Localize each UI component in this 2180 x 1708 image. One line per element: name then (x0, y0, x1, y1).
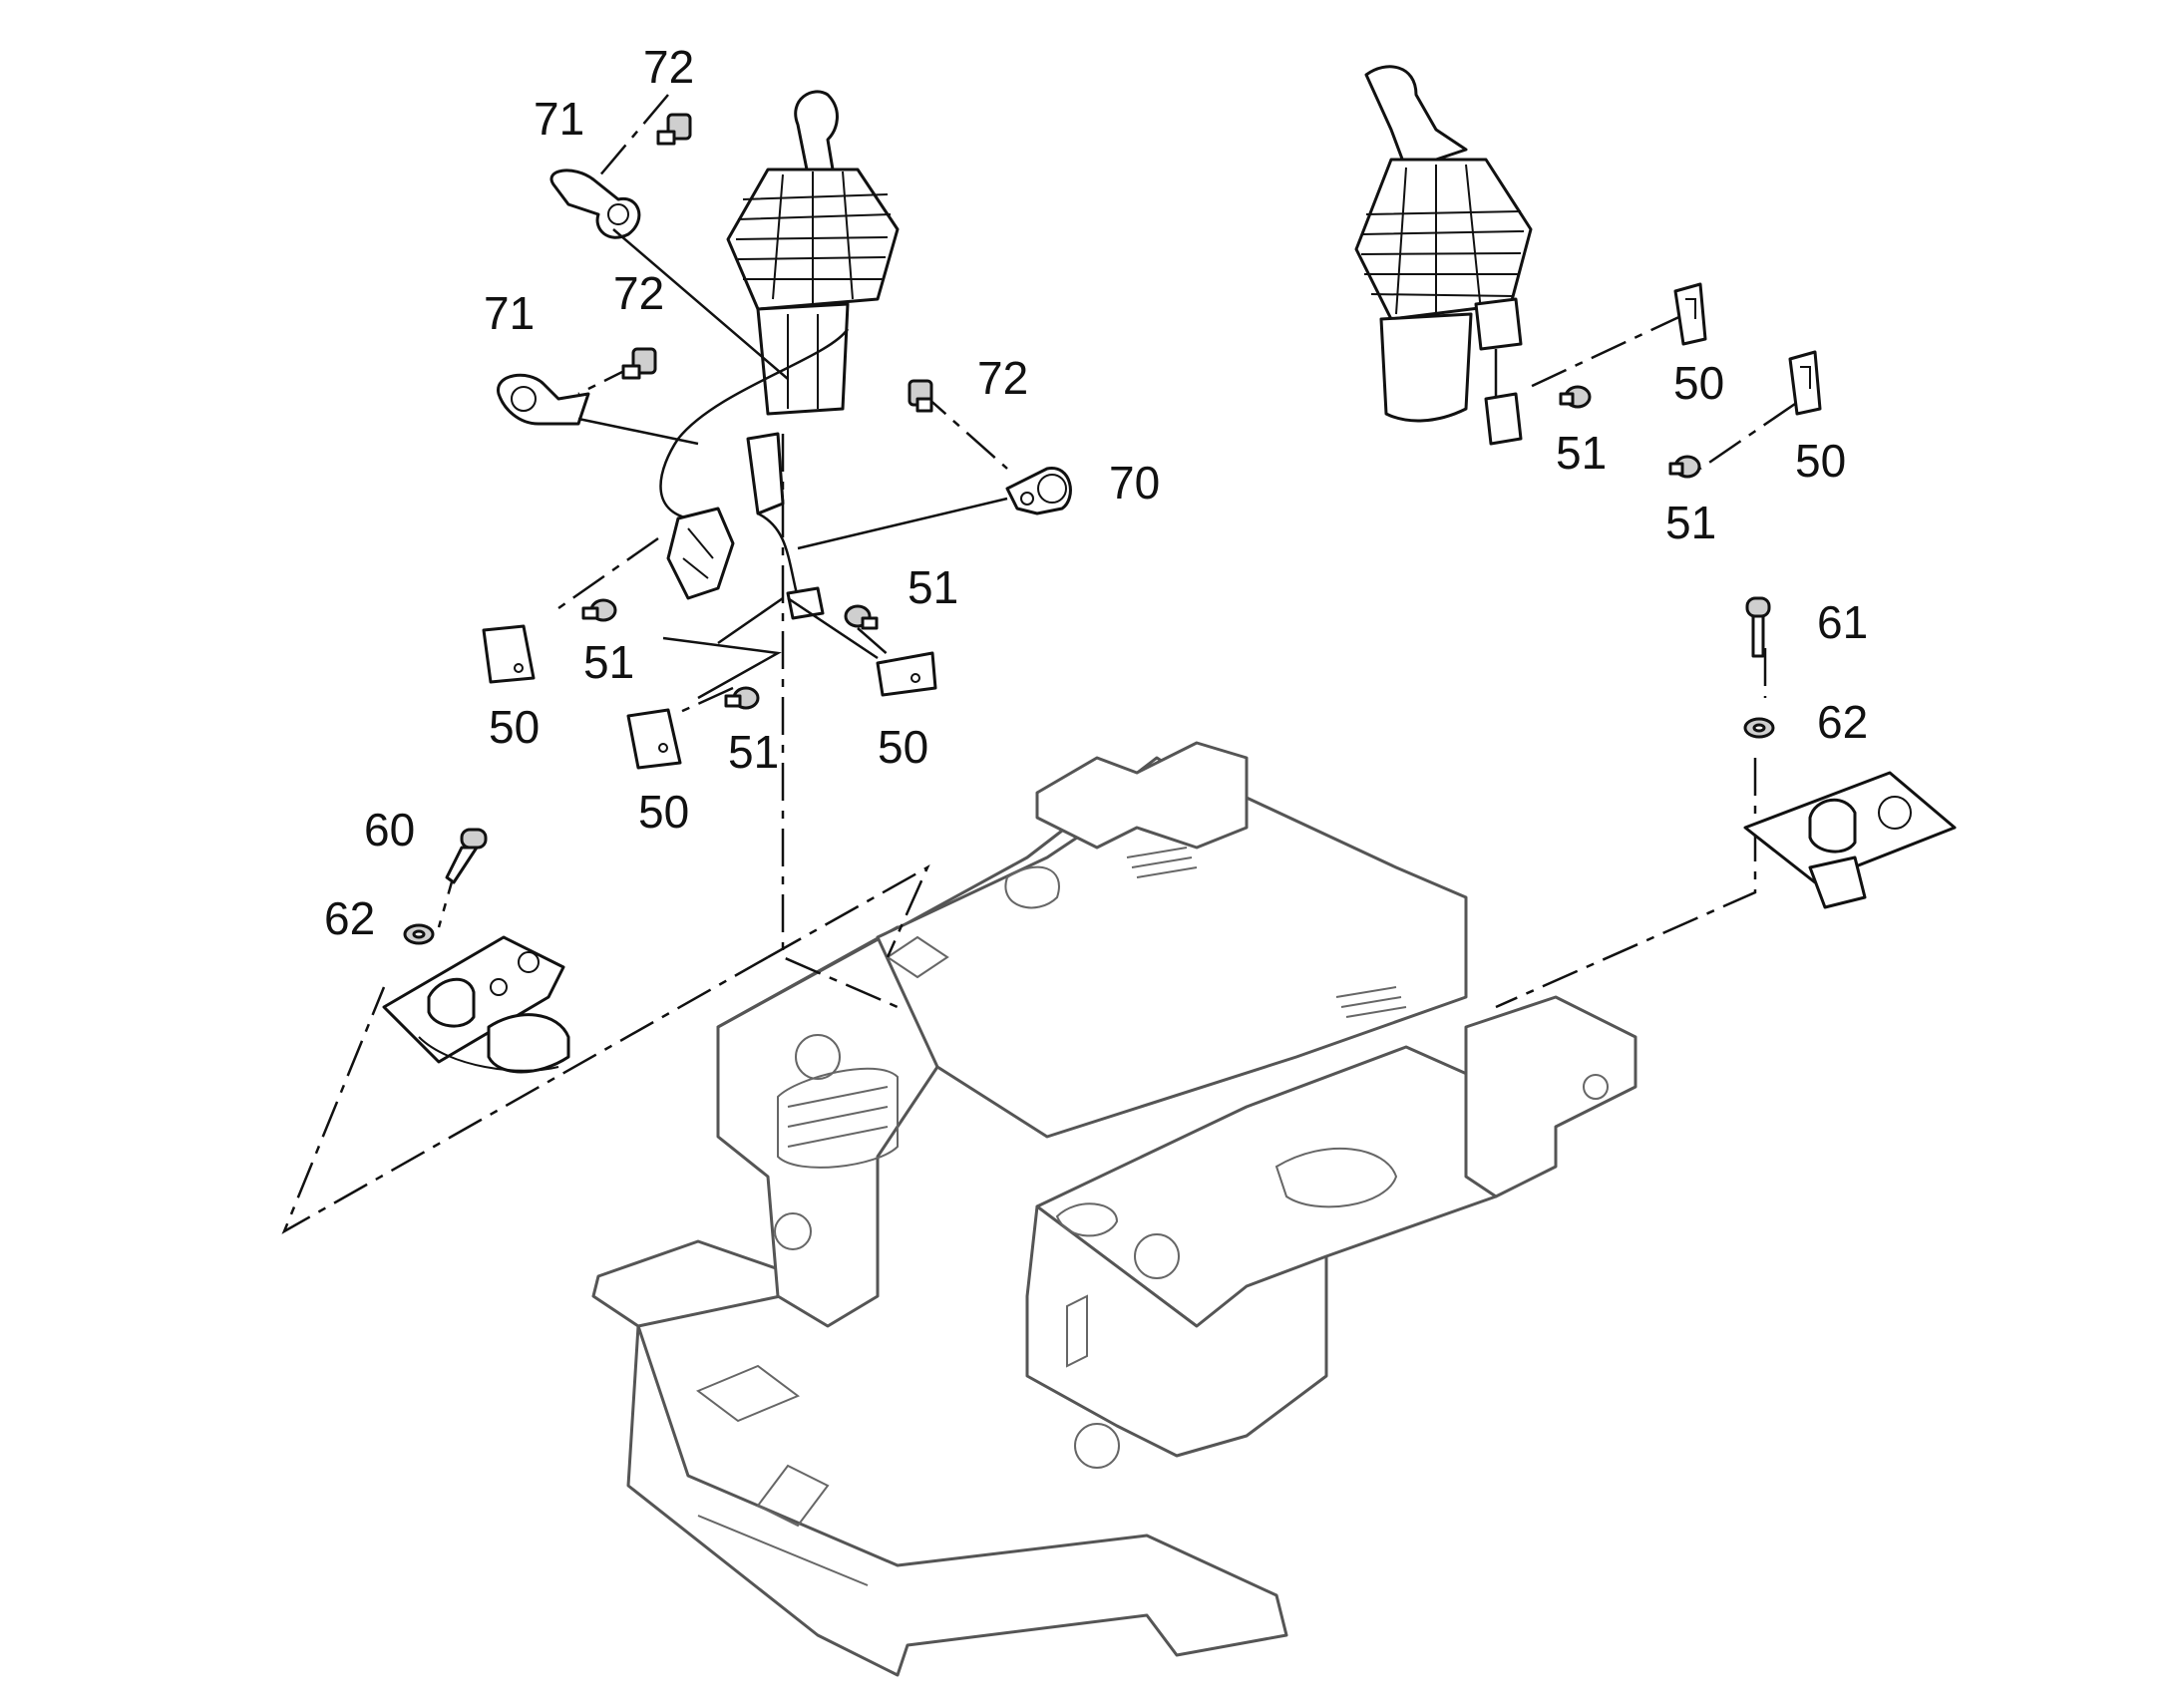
pedal-plate-left (382, 935, 570, 1074)
callout-50: 50 (1795, 435, 1846, 487)
callout-labels: 72 71 71 72 72 70 51 51 50 51 50 50 50 5… (324, 41, 1868, 944)
plate-50-d (1673, 282, 1707, 346)
callout-51: 51 (728, 726, 779, 778)
plate-50-c (876, 651, 937, 697)
screw-72-c (908, 379, 933, 413)
callout-51: 51 (1556, 427, 1607, 479)
washer-62-right (1743, 717, 1775, 739)
plate-50-e (1788, 350, 1822, 416)
callout-61: 61 (1817, 596, 1868, 648)
callout-72: 72 (977, 352, 1028, 404)
left-joystick-assembly (659, 90, 900, 620)
screw-72-b (621, 347, 657, 380)
callout-71: 71 (484, 287, 535, 339)
bolt-61 (1745, 596, 1771, 658)
callout-62: 62 (1817, 696, 1868, 748)
callout-71: 71 (534, 93, 584, 145)
screw-51-c (844, 604, 879, 630)
bolt-60 (445, 828, 488, 884)
operator-frame-assembly (591, 741, 1637, 1677)
callout-62: 62 (324, 892, 375, 944)
callout-72: 72 (643, 41, 694, 93)
callout-51: 51 (583, 636, 634, 688)
screw-51-d (1559, 385, 1592, 409)
right-joystick-assembly (1354, 65, 1533, 446)
washer-62-left (403, 923, 435, 945)
pedal-plate-right (1743, 771, 1957, 909)
plate-50-a (482, 624, 536, 684)
screw-51-b (724, 686, 760, 710)
callout-51: 51 (908, 561, 958, 613)
screw-51-e (1668, 455, 1701, 479)
clamp-70 (1005, 467, 1072, 515)
plate-50-b (626, 708, 682, 770)
callout-72: 72 (613, 267, 664, 319)
callout-51: 51 (1665, 497, 1716, 548)
callout-50: 50 (489, 701, 540, 753)
screw-51-a (581, 598, 617, 622)
clamp-71-upper (549, 169, 641, 239)
callout-50: 50 (878, 721, 928, 773)
callout-60: 60 (364, 804, 415, 855)
callout-70: 70 (1109, 457, 1160, 509)
clamp-71-lower (497, 373, 590, 426)
screw-72-a (656, 113, 692, 146)
callout-50: 50 (638, 786, 689, 838)
callout-50: 50 (1673, 357, 1724, 409)
